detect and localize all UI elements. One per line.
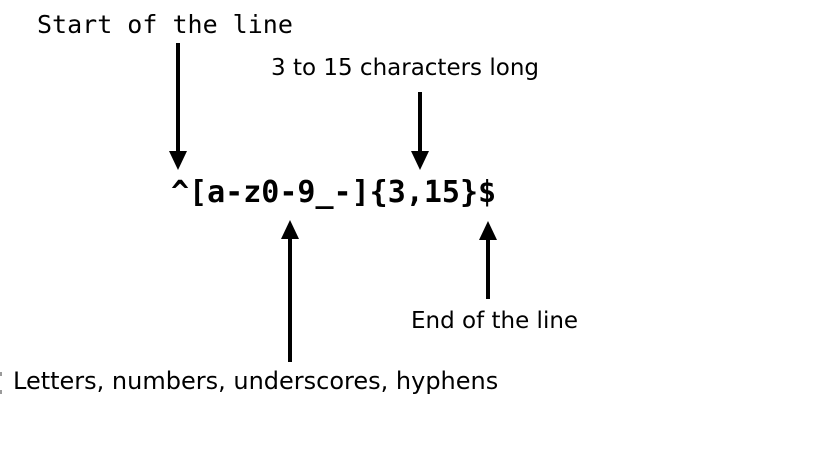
arrow-head (411, 151, 429, 170)
arrow-shaft (486, 236, 490, 299)
arrow-head (281, 220, 299, 239)
arrow-shaft (176, 43, 180, 155)
up-arrow-icon-character-class (280, 220, 300, 362)
down-arrow-icon-start-of-line (168, 43, 188, 170)
arrow-shaft (288, 235, 292, 362)
arrow-head (479, 221, 497, 240)
length-quantifier-label: 3 to 15 characters long (271, 55, 539, 81)
start-of-line-label: Start of the line (37, 10, 293, 39)
arrow-shaft (418, 92, 422, 155)
left-edge-artifact (0, 372, 2, 376)
down-arrow-icon-length-quantifier (410, 92, 430, 170)
arrow-head (169, 151, 187, 170)
regex-pattern-text: ^[a-z0-9_-]{3,15}$ (171, 175, 497, 210)
character-class-label: Letters, numbers, underscores, hyphens (13, 367, 499, 395)
up-arrow-icon-end-of-line (478, 221, 498, 299)
end-of-line-label: End of the line (411, 308, 579, 334)
left-edge-artifact (0, 390, 2, 394)
